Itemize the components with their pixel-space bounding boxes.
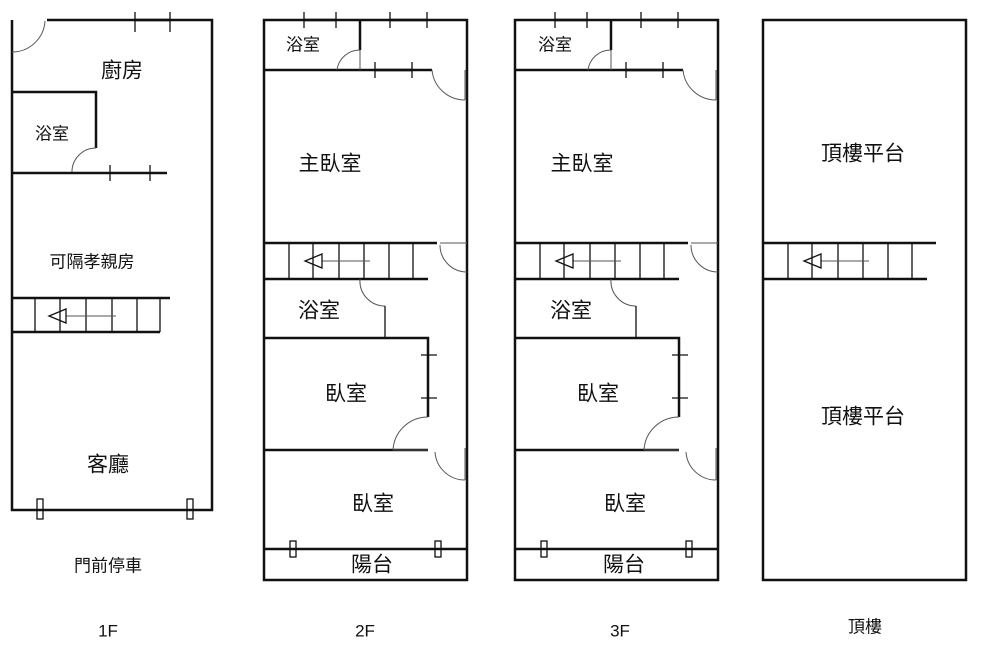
parking-label: 門前停車 bbox=[74, 556, 142, 575]
room-master: 主臥室 bbox=[551, 153, 614, 176]
room-elder: 可隔孝親房 bbox=[50, 252, 135, 271]
room-balcony: 陽台 bbox=[351, 554, 393, 577]
room-bedroom-1: 臥室 bbox=[577, 383, 619, 406]
room-bedroom-1: 臥室 bbox=[325, 383, 367, 406]
floor-2f: 浴室 主臥室 浴室 臥室 臥室 陽台 2F bbox=[264, 12, 467, 640]
floor-label-1f: 1F bbox=[98, 621, 118, 640]
floor-label-2f: 2F bbox=[355, 621, 375, 640]
room-bathroom-mid: 浴室 bbox=[298, 300, 340, 323]
room-balcony: 陽台 bbox=[603, 554, 645, 577]
room-living: 客廳 bbox=[87, 454, 129, 477]
room-bathroom-mid: 浴室 bbox=[550, 300, 592, 323]
floor-roof: 頂樓平台 頂樓平台 頂樓 bbox=[761, 18, 968, 636]
floor-label-3f: 3F bbox=[610, 621, 630, 640]
room-bedroom-2: 臥室 bbox=[604, 493, 646, 516]
floor-label-roof: 頂樓 bbox=[848, 617, 882, 636]
room-master: 主臥室 bbox=[299, 153, 362, 176]
floor-1f: 廚房 浴室 可隔孝親房 客廳 門前停車 1F bbox=[10, 12, 214, 640]
roof-platform-bottom: 頂樓平台 bbox=[821, 406, 905, 429]
room-bedroom-2: 臥室 bbox=[352, 493, 394, 516]
roof-platform-top: 頂樓平台 bbox=[821, 143, 905, 166]
floor-3f: 浴室 主臥室 浴室 臥室 臥室 陽台 3F bbox=[515, 12, 718, 640]
room-bathroom-top: 浴室 bbox=[538, 35, 572, 54]
room-bathroom: 浴室 bbox=[35, 124, 69, 143]
room-bathroom-top: 浴室 bbox=[286, 35, 320, 54]
room-kitchen: 廚房 bbox=[101, 60, 143, 83]
